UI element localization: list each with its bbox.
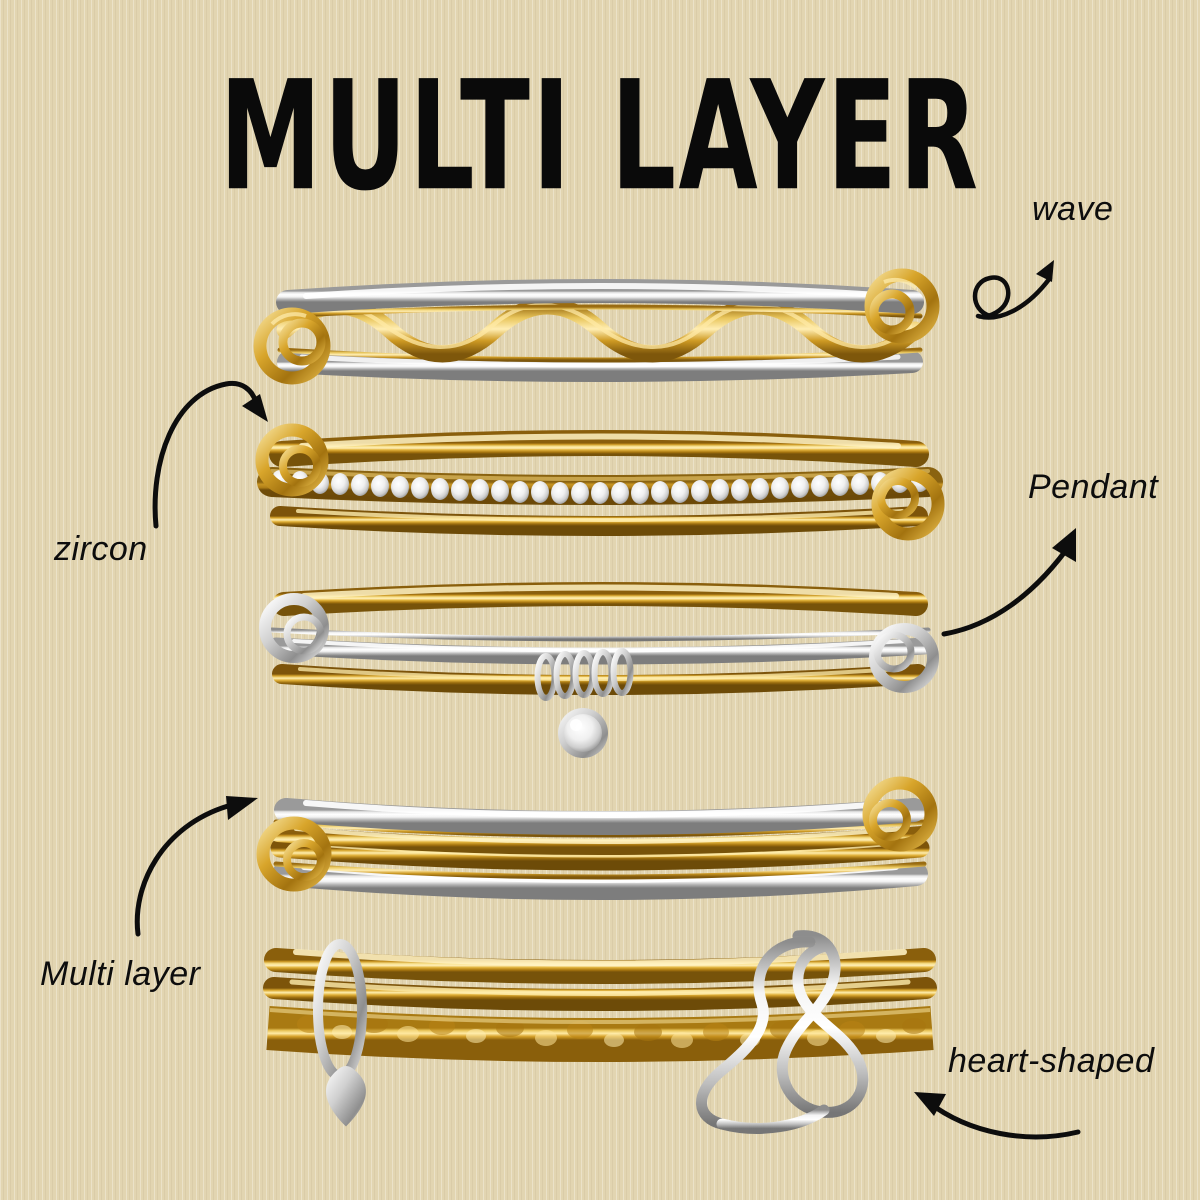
clasp-gold-ring-left[interactable] [255, 423, 329, 497]
gold-bangle-upper [264, 948, 936, 984]
clasp-gold-ring-left[interactable] [253, 307, 331, 385]
arc-arrow-over-right-icon [130, 350, 270, 530]
charm-crystal-highlight [570, 719, 582, 731]
silver-bangle-lower [277, 351, 923, 382]
callout-label-wave: wave [1032, 190, 1114, 228]
hammered-texture [297, 1015, 926, 1048]
silver-rail [269, 627, 931, 642]
curly-loop-arrow-up-right-icon [968, 244, 1088, 324]
gold-bangle-mid-upper [270, 826, 930, 855]
clasp-gold-ring-right[interactable] [862, 776, 938, 852]
clasp-gold-ring-left[interactable] [256, 816, 332, 892]
gold-bangle-lower [270, 506, 928, 536]
gold-rail-lower [273, 861, 927, 880]
charm-coil-rings [534, 648, 634, 701]
curved-arrow-left-icon [908, 1062, 1088, 1152]
gold-bangle-upper [269, 430, 929, 467]
clasp-silver-heart-hook[interactable] [696, 930, 869, 1134]
gold-bangle-upper [272, 582, 928, 616]
page-title: MULTI LAYER [219, 49, 981, 225]
product-bracelet-heart-shaped[interactable] [250, 912, 950, 1142]
clasp-gold-ring-right[interactable] [864, 268, 940, 344]
callout-label-zircon: zircon [54, 530, 148, 568]
clasp-silver-ring-left[interactable] [259, 593, 329, 663]
charm-silver-heart[interactable] [326, 1065, 366, 1127]
silver-bangle-upper [276, 279, 924, 314]
gold-rail-upper [277, 304, 923, 319]
curved-arrow-up-right-icon [940, 520, 1100, 640]
gold-bangle-lower [272, 664, 928, 695]
charm-crystal-stone [564, 714, 602, 752]
gold-wave-wire [276, 297, 924, 363]
product-bracelet-wave[interactable] [250, 258, 950, 418]
callout-label-heart-shaped: heart-shaped [948, 1042, 1155, 1080]
zircon-pave-band [257, 467, 943, 505]
gold-rail-lower [277, 347, 923, 363]
arc-arrow-up-right-icon [118, 782, 278, 942]
charm-pendant-crystal[interactable] [534, 648, 634, 758]
product-bracelet-zircon[interactable] [250, 412, 950, 562]
silver-bangle-upper [274, 798, 926, 835]
callout-label-pendant: Pendant [1028, 468, 1159, 506]
clasp-gold-ring-right[interactable] [871, 467, 945, 541]
clasp-silver-ring-right[interactable] [869, 623, 939, 693]
callout-label-multi-layer: Multi layer [40, 955, 201, 993]
product-bracelet-multi-layer[interactable] [250, 776, 950, 932]
product-bracelet-pendant[interactable] [250, 570, 950, 790]
